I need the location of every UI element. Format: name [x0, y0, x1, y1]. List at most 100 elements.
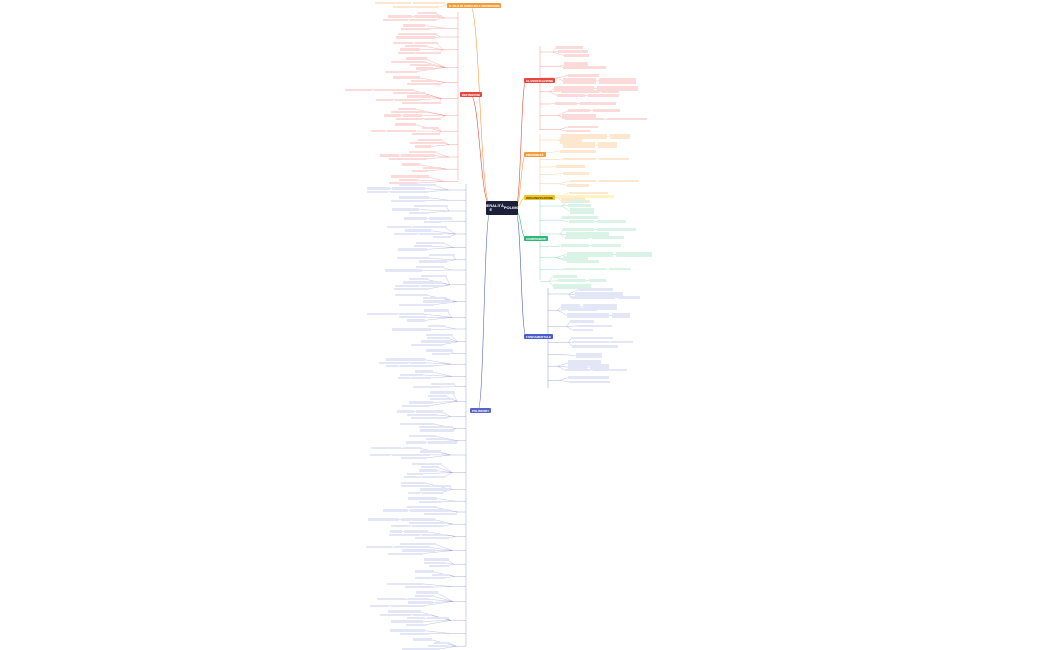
- topic-node[interactable]: [415, 266, 444, 269]
- topic-node[interactable]: [369, 453, 390, 456]
- topic-node[interactable]: [366, 190, 388, 193]
- topic-node[interactable]: [416, 51, 441, 55]
- topic-node[interactable]: [564, 368, 590, 372]
- topic-node[interactable]: [567, 200, 586, 203]
- topic-node[interactable]: [400, 632, 430, 636]
- topic-node[interactable]: [421, 284, 446, 288]
- topic-node[interactable]: [370, 447, 402, 450]
- topic-node[interactable]: [401, 404, 431, 407]
- topic-node[interactable]: [426, 617, 449, 620]
- branch-left-red[interactable]: DEFINIZIONI: [460, 92, 482, 97]
- topic-node[interactable]: [404, 530, 428, 533]
- topic-node[interactable]: [562, 172, 589, 175]
- topic-node[interactable]: [568, 74, 600, 77]
- topic-node[interactable]: [562, 66, 606, 69]
- topic-node[interactable]: [389, 182, 418, 185]
- topic-node[interactable]: [565, 117, 605, 121]
- topic-node[interactable]: [411, 169, 429, 173]
- topic-node[interactable]: [563, 142, 596, 148]
- topic-node[interactable]: [401, 154, 436, 157]
- topic-node[interactable]: [388, 15, 412, 18]
- topic-node[interactable]: [560, 195, 586, 202]
- topic-node[interactable]: [396, 410, 414, 413]
- topic-node[interactable]: [388, 610, 422, 613]
- topic-node[interactable]: [592, 368, 628, 372]
- topic-node[interactable]: [560, 244, 590, 247]
- topic-node[interactable]: [393, 232, 417, 235]
- topic-node[interactable]: [415, 67, 433, 70]
- topic-node[interactable]: [407, 319, 426, 322]
- topic-node[interactable]: [400, 481, 427, 484]
- topic-node[interactable]: [428, 644, 448, 648]
- topic-node[interactable]: [409, 211, 429, 214]
- topic-node[interactable]: [593, 109, 621, 112]
- topic-node[interactable]: [393, 288, 429, 291]
- topic-node[interactable]: [575, 352, 602, 359]
- topic-node[interactable]: [399, 316, 426, 319]
- topic-node[interactable]: [406, 95, 431, 98]
- topic-node[interactable]: [572, 328, 594, 332]
- topic-node[interactable]: [386, 358, 426, 361]
- topic-node[interactable]: [402, 163, 420, 166]
- branch-right-blue[interactable]: FONDAMENTALE: [524, 334, 553, 339]
- topic-node[interactable]: [432, 573, 450, 577]
- root-topic[interactable]: GENERALITÀ E POLIMORFI: [478, 201, 526, 215]
- topic-node[interactable]: [430, 391, 455, 394]
- topic-node[interactable]: [582, 304, 617, 310]
- topic-node[interactable]: [408, 521, 447, 524]
- topic-node[interactable]: [370, 129, 386, 133]
- topic-node[interactable]: [390, 530, 403, 533]
- topic-node[interactable]: [610, 340, 633, 344]
- topic-node[interactable]: [387, 129, 417, 133]
- topic-node[interactable]: [563, 78, 597, 84]
- topic-node[interactable]: [345, 88, 373, 91]
- topic-node[interactable]: [406, 413, 438, 417]
- topic-node[interactable]: [617, 296, 640, 299]
- topic-node[interactable]: [393, 6, 415, 9]
- topic-node[interactable]: [393, 76, 420, 79]
- topic-node[interactable]: [410, 79, 438, 83]
- topic-node[interactable]: [375, 2, 411, 5]
- topic-node[interactable]: [414, 594, 434, 598]
- topic-node[interactable]: [392, 208, 420, 211]
- topic-node[interactable]: [568, 220, 595, 223]
- topic-node[interactable]: [423, 475, 446, 479]
- topic-node[interactable]: [561, 216, 598, 219]
- topic-node[interactable]: [389, 157, 428, 160]
- topic-node[interactable]: [422, 491, 443, 494]
- topic-node[interactable]: [419, 500, 442, 503]
- topic-node[interactable]: [398, 303, 435, 307]
- topic-node[interactable]: [421, 274, 448, 278]
- topic-node[interactable]: [588, 94, 620, 97]
- topic-node[interactable]: [599, 78, 637, 84]
- topic-node[interactable]: [374, 88, 414, 91]
- topic-node[interactable]: [574, 292, 623, 298]
- topic-node[interactable]: [385, 364, 399, 368]
- topic-node[interactable]: [408, 601, 433, 604]
- topic-node[interactable]: [400, 27, 431, 30]
- topic-node[interactable]: [402, 101, 442, 105]
- topic-node[interactable]: [564, 267, 606, 271]
- topic-node[interactable]: [567, 376, 610, 379]
- topic-node[interactable]: [392, 41, 414, 45]
- topic-node[interactable]: [415, 370, 433, 373]
- topic-node[interactable]: [394, 293, 428, 297]
- topic-node[interactable]: [563, 157, 596, 161]
- topic-node[interactable]: [563, 62, 589, 68]
- topic-node[interactable]: [589, 279, 607, 282]
- topic-node[interactable]: [409, 18, 436, 21]
- topic-node[interactable]: [404, 217, 427, 220]
- topic-node[interactable]: [379, 613, 412, 617]
- topic-node[interactable]: [428, 441, 458, 444]
- topic-node[interactable]: [418, 469, 437, 472]
- topic-node[interactable]: [385, 70, 417, 73]
- topic-node[interactable]: [557, 279, 587, 282]
- topic-node[interactable]: [568, 308, 597, 311]
- topic-node[interactable]: [564, 236, 590, 239]
- topic-node[interactable]: [422, 297, 447, 300]
- topic-node[interactable]: [571, 336, 614, 340]
- topic-node[interactable]: [400, 364, 435, 368]
- topic-node[interactable]: [400, 422, 435, 425]
- topic-node[interactable]: [422, 533, 447, 537]
- topic-node[interactable]: [567, 184, 589, 187]
